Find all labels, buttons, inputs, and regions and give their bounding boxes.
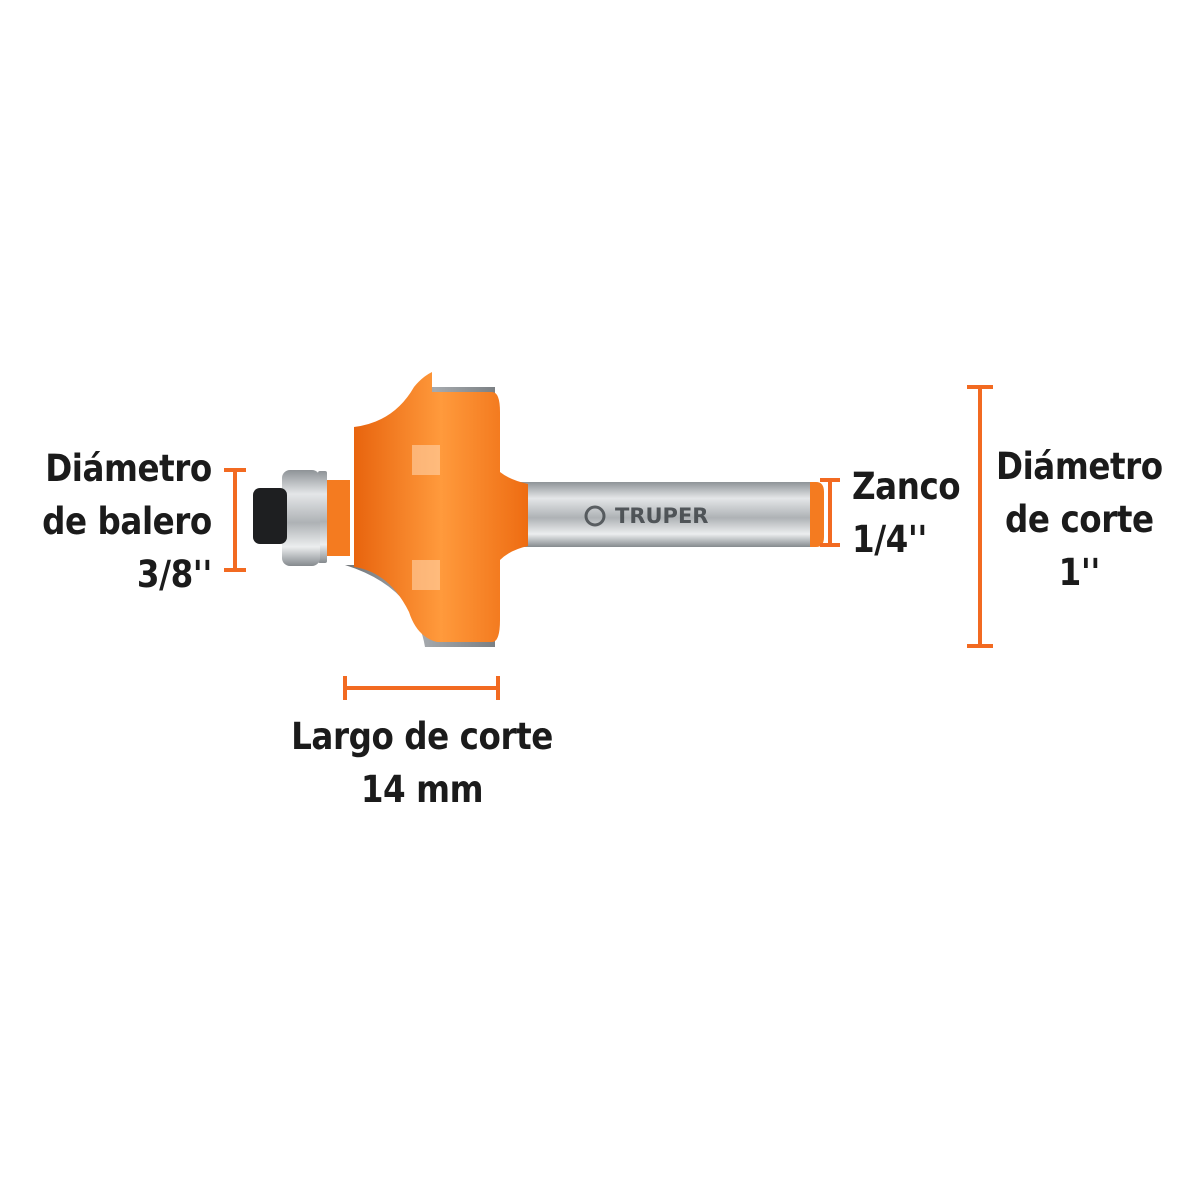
brand-engraving: TRUPER <box>615 504 708 528</box>
cutter-highlight <box>412 445 440 475</box>
neck <box>325 480 350 556</box>
cutter-highlight <box>412 560 440 590</box>
dimension-brackets <box>224 385 993 700</box>
label-line: Diámetro <box>996 445 1163 488</box>
washer <box>318 471 327 563</box>
bearing-nut <box>253 488 287 544</box>
label-line: Largo de corte <box>291 715 553 758</box>
cut-length-label: Largo de corte 14 mm <box>290 710 554 816</box>
shank <box>520 482 812 547</box>
shank-label: Zanco 1/4'' <box>852 460 961 566</box>
bearing-diameter-label: Diámetro de balero 3/8'' <box>42 442 212 601</box>
bearing-diameter-bracket <box>224 468 246 572</box>
label-line: de balero <box>42 500 212 543</box>
label-value: 14 mm <box>360 768 484 811</box>
cutter-body <box>354 372 528 642</box>
label-line: de corte <box>1005 498 1154 541</box>
label-value: 3/8'' <box>137 553 212 596</box>
cut-diameter-label: Diámetro de corte 1'' <box>996 440 1163 599</box>
brand-logo-icon <box>584 505 606 527</box>
label-value: 1/4'' <box>852 518 927 561</box>
cut-diameter-bracket <box>967 385 993 648</box>
label-line: Zanco <box>852 465 961 508</box>
bearing <box>282 470 320 566</box>
shank-end <box>810 482 824 547</box>
shank-bracket <box>820 478 840 547</box>
label-value: 1'' <box>1058 551 1101 594</box>
cut-length-bracket <box>343 676 500 700</box>
label-line: Diámetro <box>45 447 212 490</box>
